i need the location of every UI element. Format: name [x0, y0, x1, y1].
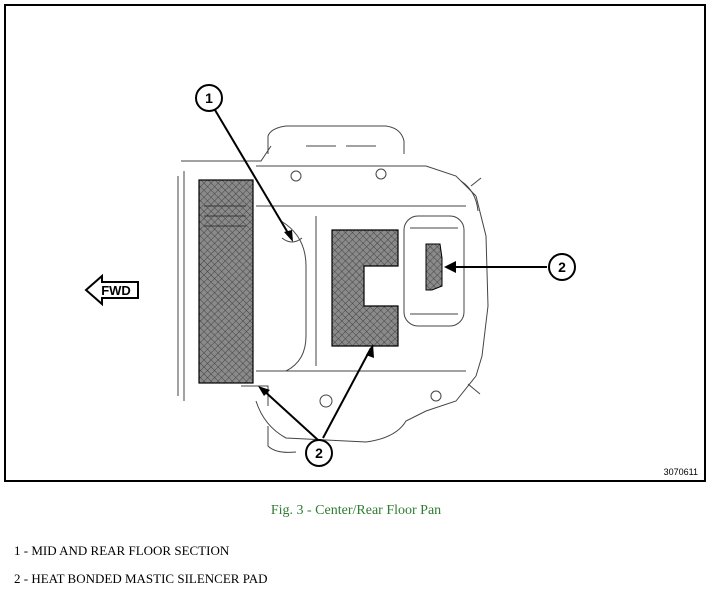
figure-caption: Fig. 3 - Center/Rear Floor Pan — [270, 503, 442, 518]
legend-item-1: 1 - MID AND REAR FLOOR SECTION — [14, 543, 230, 558]
callout-2-right: 2 — [548, 253, 576, 281]
figure-id-code: 3070611 — [663, 467, 698, 477]
callout-2-right-label: 2 — [558, 259, 566, 275]
fwd-arrow: FWD — [84, 273, 139, 307]
legend-item-2: 2 - HEAT BONDED MASTIC SILENCER PAD — [14, 571, 268, 586]
callout-2-bottom-label: 2 — [315, 445, 323, 461]
leader-lines — [214, 109, 547, 441]
fwd-label: FWD — [101, 283, 131, 298]
callout-1-label: 1 — [205, 90, 213, 106]
silencer-pad-front — [198, 179, 254, 384]
silencer-pad-small — [425, 243, 443, 291]
underbody-outline — [177, 125, 489, 453]
callout-1: 1 — [195, 84, 223, 112]
leader-arrowheads — [258, 230, 456, 396]
silencer-pad-rear — [331, 229, 399, 347]
floor-pan-diagram: 1 2 2 FWD — [84, 84, 576, 467]
diagram-frame: 1 2 2 FWD 3070611 — [4, 4, 706, 482]
callout-2-bottom: 2 — [305, 439, 333, 467]
